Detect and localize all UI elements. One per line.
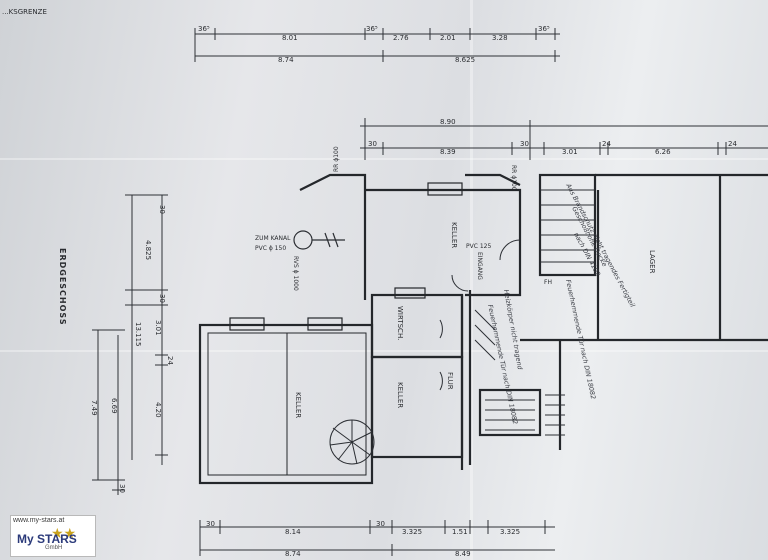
sewer-shaft-symbol (293, 230, 313, 250)
spiral-stair (329, 419, 375, 465)
dim-label: 30 (376, 520, 385, 528)
dim-label: 30 (158, 294, 166, 303)
dim-label: 30 (368, 140, 377, 148)
dim-label: 30 (118, 484, 126, 493)
dim-label: 30 (158, 205, 166, 214)
dim-label: 2.76 (393, 34, 409, 42)
room-label: KELLER (396, 382, 404, 408)
door-swing (439, 239, 521, 391)
dim-label: 7.49 (90, 400, 98, 416)
watermark-logo: www.my-stars.at ★★ My STARS GmbH (10, 515, 96, 557)
dim-label: 3.28 (492, 34, 508, 42)
boundary-label: ...KSGRENZE (2, 8, 47, 16)
logo-brand: My STARS (17, 532, 77, 546)
dim-label: 8.74 (278, 56, 294, 64)
annotation: RR ϕ100 (510, 165, 517, 191)
dim-label: 3.01 (154, 320, 162, 336)
dim-label: 8.01 (282, 34, 298, 42)
annotation: FH (544, 279, 552, 286)
annotation: RVS ϕ 1000 (292, 256, 299, 291)
dim-label: 30 (520, 140, 529, 148)
dim-label: 24 (728, 140, 737, 148)
dim-label: 3.325 (402, 528, 422, 536)
dim-label: 3.01 (562, 148, 578, 156)
dim-label: 30 (206, 520, 215, 528)
star-icon: ★★ (51, 526, 77, 542)
dim-label: 3.325 (500, 528, 520, 536)
room-label: WIRTSCH. (396, 306, 404, 340)
logo-sub: GmbH (45, 545, 63, 551)
dim-label: 2.01 (440, 34, 456, 42)
annotation: EINGANG (476, 252, 483, 280)
dim-label: 36⁵ (538, 25, 550, 33)
room-label: FLUR (446, 372, 454, 390)
dim-label: 8.90 (440, 118, 456, 126)
dim-label: 6.69 (110, 398, 118, 414)
dim-label: 24 (602, 140, 611, 148)
dim-label: 8.39 (440, 148, 456, 156)
dim-label: 6.26 (655, 148, 671, 156)
logo-url: www.my-stars.at (13, 517, 65, 524)
fire-wall-hatch (474, 309, 496, 361)
dim-label: 4.20 (154, 402, 162, 418)
dim-label: 1.51 (452, 528, 468, 536)
dim-label: 8.14 (285, 528, 301, 536)
room-label: KELLER (294, 392, 302, 418)
annotation: PVC ϕ 150 (255, 245, 286, 252)
dim-label: 24 (166, 356, 174, 365)
dim-label: 36⁵ (366, 25, 378, 33)
annotation: RR ϕ100 (333, 146, 340, 172)
wall (198, 323, 374, 485)
dim-label: 4.825 (144, 240, 152, 260)
room-label: KELLER (450, 222, 458, 248)
wall (370, 293, 464, 359)
dim-label: 13.115 (134, 322, 142, 347)
wall (365, 188, 522, 297)
dim-label: 36⁵ (198, 25, 210, 33)
paper-fold (470, 0, 473, 560)
paper-fold (0, 158, 768, 160)
dim-label: 8.625 (455, 56, 475, 64)
annotation: ZUM KANAL (255, 235, 291, 242)
paper-fold (0, 350, 768, 352)
stair (538, 173, 597, 277)
room-label: LAGER (648, 250, 656, 274)
dim-label: 8.49 (455, 550, 471, 558)
dim-label: 8.74 (285, 550, 301, 558)
annotation: PVC 125 (466, 243, 491, 250)
vertical-title: ERDGESCHOSS (58, 248, 67, 326)
